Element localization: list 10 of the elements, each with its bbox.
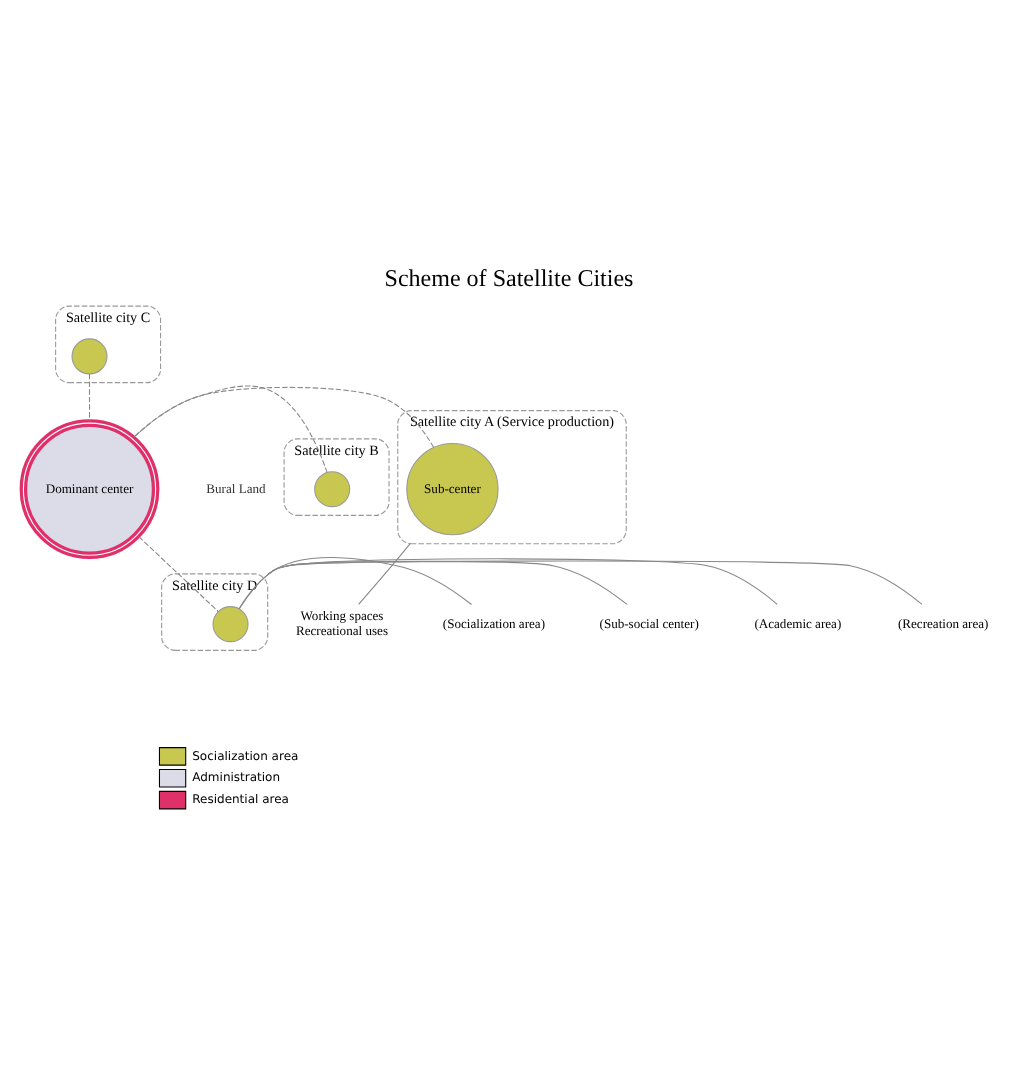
node-circle bbox=[212, 605, 249, 642]
diagram-title: Scheme of Satellite Cities bbox=[384, 262, 634, 291]
node-circle bbox=[314, 470, 351, 507]
connector bbox=[358, 542, 411, 604]
node-circle bbox=[71, 337, 108, 374]
connector bbox=[88, 372, 91, 421]
connector bbox=[238, 559, 628, 609]
connector bbox=[138, 535, 219, 612]
connector bbox=[133, 385, 435, 447]
connector bbox=[267, 559, 923, 604]
